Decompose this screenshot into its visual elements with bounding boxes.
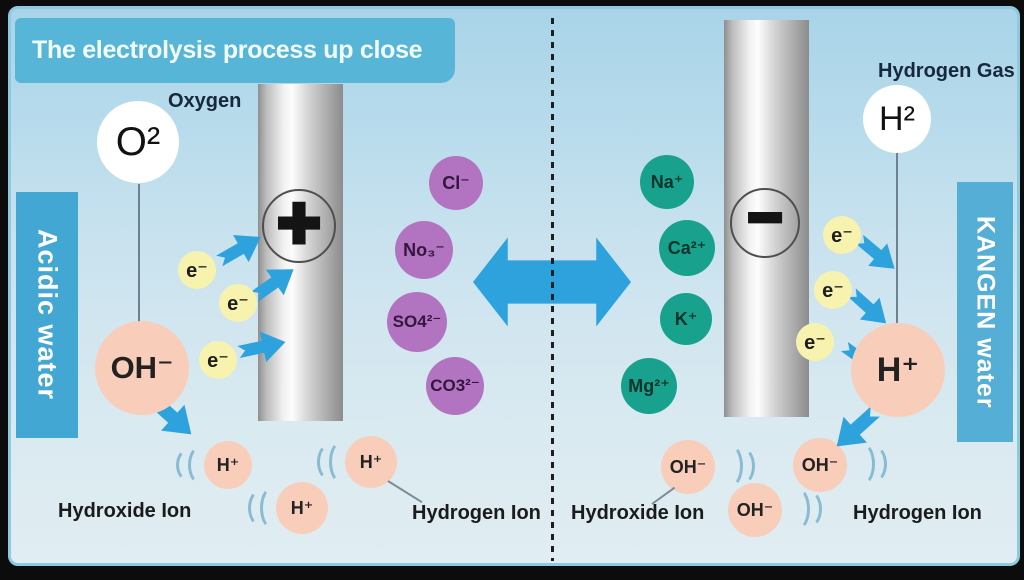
hydrogen-gas-label: Hydrogen Gas [878,60,1015,82]
hydroxide-ion-symbol: OH⁻ [801,454,839,475]
electron-symbol: e⁻ [804,331,826,354]
ripple-arc [317,443,343,481]
anion-carbonate: CO3²⁻ [426,357,484,415]
ripple-arc [861,445,887,483]
electron-symbol: e⁻ [822,279,844,302]
hydroxide-symbol: OH⁻ [110,350,174,385]
anion-sulfate: SO4²⁻ [387,292,447,352]
hydrogen-ion: H⁺ [276,482,328,534]
electron-symbol: e⁻ [227,292,249,315]
hydrogen-symbol: H⁺ [876,351,920,389]
hydroxide-ion-symbol: OH⁻ [669,456,707,477]
acidic-water-label: Acidic water [32,229,63,401]
anion-symbol: Cl⁻ [442,172,470,193]
acidic-water-panel: Acidic water [16,192,78,438]
hydrogen-ion-symbol: H⁺ [359,451,383,472]
cation-potassium: K⁺ [660,293,712,345]
ripple-arc [176,448,202,482]
kangen-water-label: KANGEN water [971,215,1000,409]
anion-symbol: SO4²⁻ [392,312,442,331]
cation-calcium: Ca²⁺ [659,220,715,276]
hydrogen-ion: H⁺ [204,441,252,489]
oxygen-connector-line [138,184,140,322]
hydroxide-ion: OH⁻ [661,440,715,494]
pointer-line [387,480,423,504]
oxygen-label: Oxygen [168,90,242,112]
hydrogen-molecule-large: H⁺ [851,323,945,417]
label-hydrogen-ion-left: Hydrogen Ion [412,502,541,524]
cation-magnesium: Mg²⁺ [621,358,677,414]
hydrogen-ion-symbol: H⁺ [290,497,314,518]
electron-symbol: e⁻ [207,349,229,372]
ripple-arc [248,489,274,527]
plus-sign: + [275,181,323,264]
hydrogen-ion-symbol: H⁺ [216,454,240,475]
cathode-sign-ring: − [730,185,800,258]
label-hydrogen-ion-right: Hydrogen Ion [853,502,982,524]
electron-symbol: e⁻ [186,259,208,282]
oxygen-molecule: O² [97,101,179,183]
anion-symbol: CO3²⁻ [430,376,480,395]
electron: e⁻ [219,284,257,322]
hydroxide-ion: OH⁻ [793,438,847,492]
kangen-water-panel: KANGEN water [957,182,1013,442]
cation-symbol: K⁺ [674,308,698,329]
page-title: The electrolysis process up close [32,36,423,64]
hydroxide-ion: OH⁻ [728,483,782,537]
hydrogen-gas-symbol: H² [879,99,915,138]
anion-nitrate: No₃⁻ [395,221,453,279]
electron-symbol: e⁻ [831,224,853,247]
hydrogen-gas-molecule: H² [863,85,931,153]
electron: e⁻ [814,271,852,309]
cation-symbol: Na⁺ [650,171,684,192]
cation-symbol: Mg²⁺ [628,375,670,396]
label-hydroxide-ion-left: Hydroxide Ion [58,500,192,522]
hydroxide-ion-symbol: OH⁻ [736,499,774,520]
electron: e⁻ [823,216,861,254]
label-hydroxide-ion-right: Hydroxide Ion [571,502,705,524]
electron: e⁻ [796,323,834,361]
anode-sign-ring: + [262,181,336,264]
hydroxide-molecule-large: OH⁻ [95,321,189,415]
minus-sign: − [746,185,785,250]
electron: e⁻ [178,251,216,289]
hydrogen-connector-line [896,152,898,324]
anion-chloride: Cl⁻ [429,156,483,210]
ripple-arc [796,490,822,528]
oxygen-symbol: O² [115,119,161,164]
membrane-dashed-line [551,18,554,561]
title-banner: The electrolysis process up close [15,18,455,83]
water-tank: The electrolysis process up close Acidic… [8,6,1020,566]
anion-symbol: No₃⁻ [403,239,445,260]
electron: e⁻ [199,341,237,379]
cation-sodium: Na⁺ [640,155,694,209]
cation-symbol: Ca²⁺ [667,237,707,258]
ripple-arc [729,447,755,485]
hydrogen-ion: H⁺ [345,436,397,488]
